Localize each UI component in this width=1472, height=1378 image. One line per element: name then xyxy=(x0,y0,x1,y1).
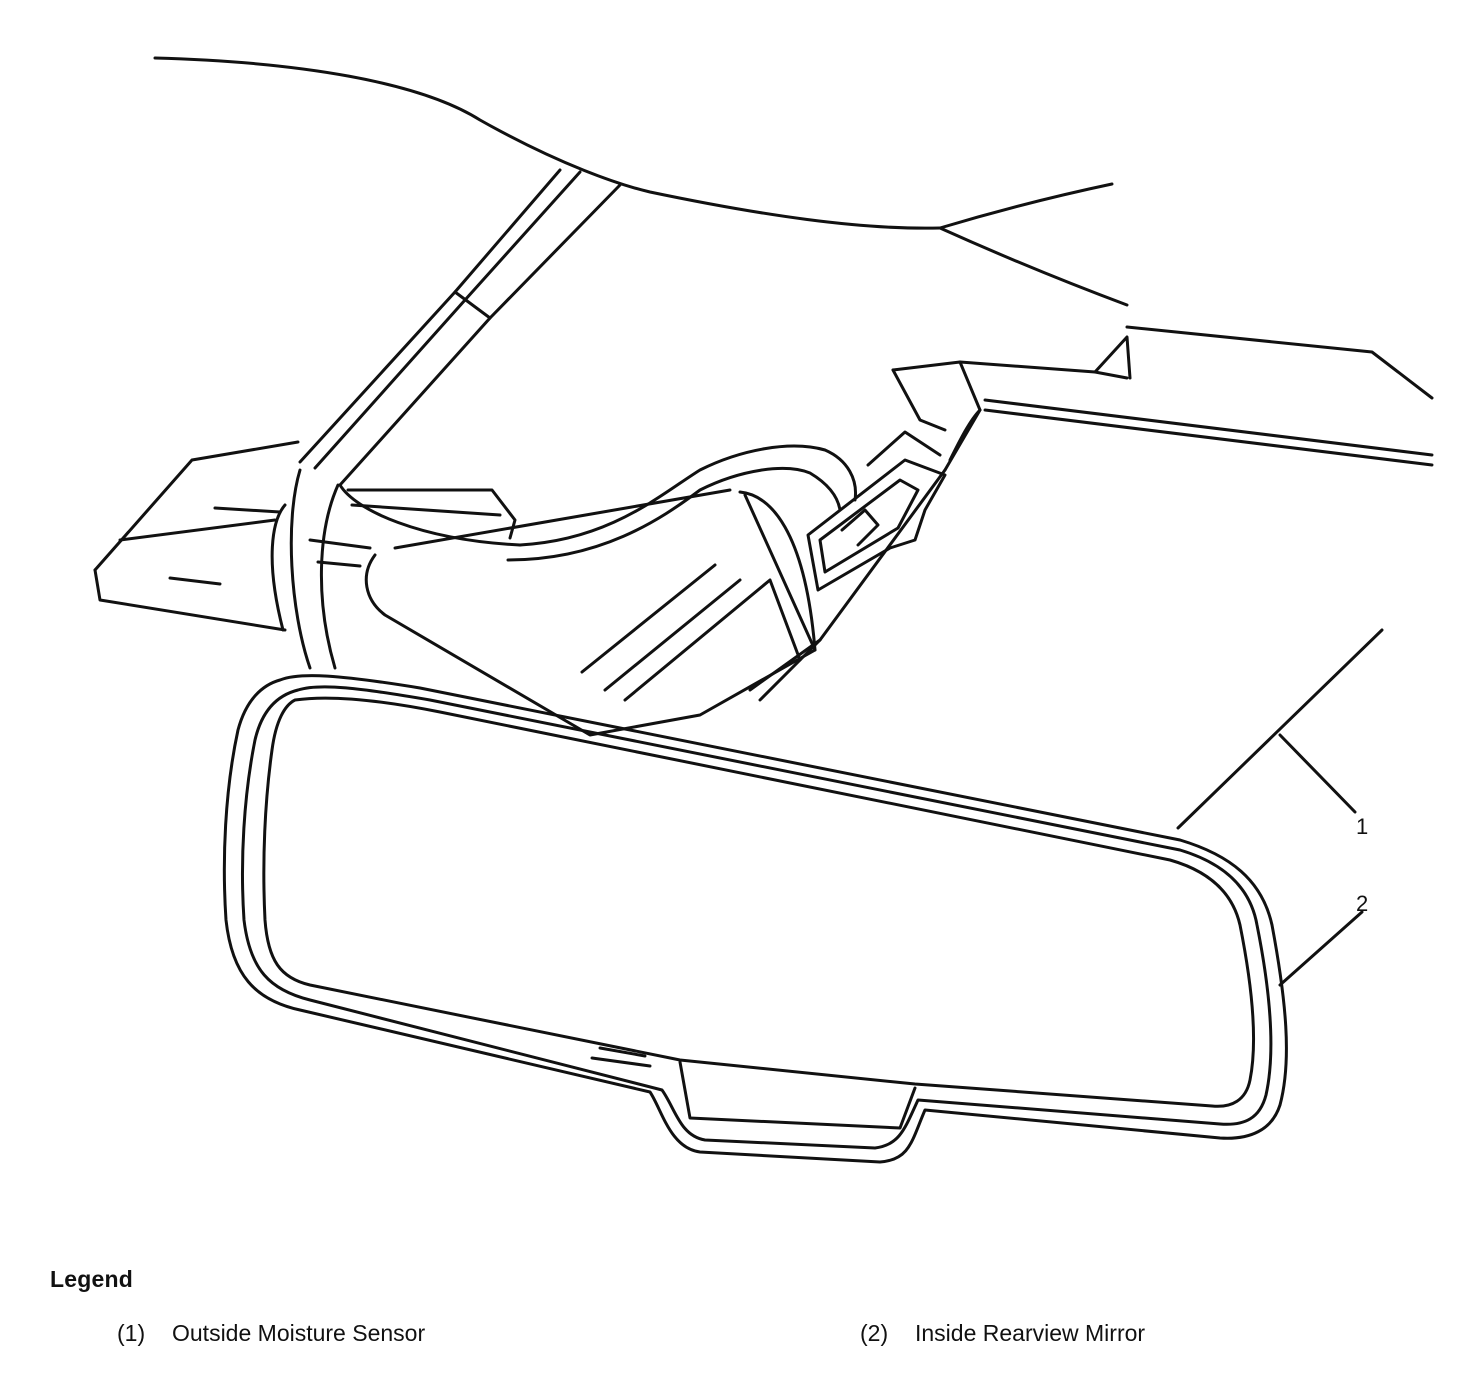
legend-item-outside-moisture-sensor: (1) Outside Moisture Sensor xyxy=(117,1320,425,1347)
callout-1-leader xyxy=(1176,628,1384,830)
mirror-lower-tab xyxy=(678,1060,917,1130)
header-panel xyxy=(758,335,1434,702)
callout-2-number: 2 xyxy=(1356,891,1368,916)
legend-item-label: Inside Rearview Mirror xyxy=(915,1320,1146,1346)
mirror-outer-rim xyxy=(222,674,1288,1164)
windshield-trim xyxy=(298,168,622,487)
rearview-mirror xyxy=(222,674,1288,1164)
mirror-middle-rim xyxy=(241,685,1273,1150)
mirror-sensor-illustration: 1 2 xyxy=(93,56,1434,1164)
mirror-glass-edge xyxy=(262,696,1256,1108)
legend-title: Legend xyxy=(50,1266,133,1292)
moisture-sensor-housing xyxy=(364,488,822,737)
mirror-mount-bracket xyxy=(93,440,300,632)
sensor-connector xyxy=(806,430,947,592)
legend-item-label: Outside Moisture Sensor xyxy=(172,1320,426,1346)
mirror-stem xyxy=(289,444,858,670)
callout-2-leader xyxy=(1278,910,1364,987)
legend: Legend (1) Outside Moisture Sensor (2) Ins… xyxy=(0,1250,1472,1378)
legend-item-number: (2) xyxy=(860,1320,889,1346)
legend-item-inside-rearview-mirror: (2) Inside Rearview Mirror xyxy=(860,1320,1145,1347)
callout-1-number: 1 xyxy=(1356,814,1368,839)
headliner-outline xyxy=(153,56,1434,400)
callout-1-leader-tail xyxy=(1278,733,1357,814)
legend-item-number: (1) xyxy=(117,1320,146,1346)
